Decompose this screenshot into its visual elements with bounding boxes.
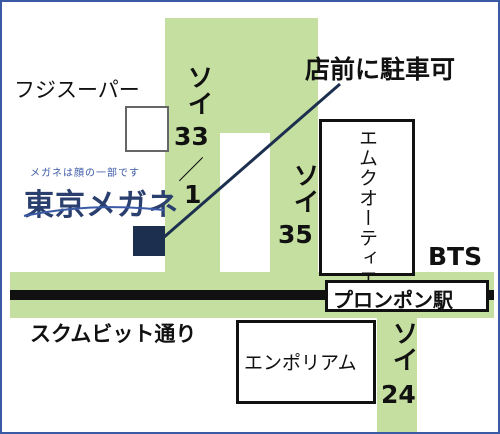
soi-35-label-soi: ソイ [289, 162, 319, 214]
m-quartier-label: エムクオーティエ [356, 128, 378, 288]
upper-road-segment [220, 18, 276, 133]
parking-note: 店前に駐車可 [305, 55, 456, 84]
soi-35-road [270, 18, 318, 276]
store-name-logo: 東京メガネ [24, 188, 179, 223]
fuji-super-label: フジスーパー [14, 78, 140, 102]
soi-33-1-label-sub: 1 [184, 180, 202, 209]
store-location-marker [133, 226, 165, 256]
soi-33-1-label-number: 33 [174, 122, 209, 151]
phrom-phong-station-box [325, 280, 489, 312]
bts-rail-line [10, 290, 494, 300]
store-tagline: メガネは顔の一部です [30, 168, 140, 179]
sukhumvit-road-label: スクムビット通り [30, 322, 197, 346]
soi-33-1-road [165, 18, 220, 276]
fuji-super-building [125, 106, 169, 152]
m-quartier-building [319, 119, 415, 276]
phrom-phong-station-label: プロンポン駅 [333, 288, 453, 312]
emporium-label: エンポリアム [244, 352, 357, 374]
soi-24-label-number: 24 [381, 380, 416, 409]
soi-35-label-number: 35 [278, 220, 313, 249]
soi-33-1-label-soi: ソイ [183, 64, 213, 116]
bts-label: BTS [428, 242, 483, 271]
soi-33-1-label-slash: ／ [178, 156, 205, 186]
soi-24-label-soi: ソイ [388, 320, 418, 372]
soi-24-road [377, 318, 417, 432]
emporium-building [236, 320, 376, 404]
